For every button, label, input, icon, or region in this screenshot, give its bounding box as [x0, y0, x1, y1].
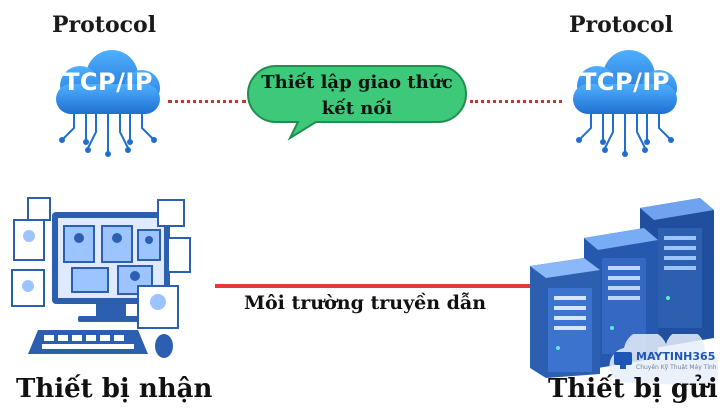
maytinh365-watermark: MAYTINH365 Chuyên Kỹ Thuật Máy Tính — [606, 334, 718, 394]
right-cloud-icon: TCP/IP — [555, 44, 695, 157]
right-dotted-connector — [470, 100, 562, 103]
bubble-line-1: Thiết lập giao thức — [261, 72, 453, 93]
computer-monitor-icon — [8, 190, 198, 360]
left-protocol-label: Protocol — [52, 12, 157, 38]
speech-bubble-icon — [247, 65, 467, 141]
bubble-line-2: kết nối — [321, 98, 393, 119]
transmission-medium-line — [215, 284, 535, 288]
left-cloud-icon: TCP/IP — [38, 44, 178, 157]
left-dotted-connector — [168, 100, 246, 103]
right-cloud-label: TCP/IP — [580, 68, 670, 96]
receiver-device-label: Thiết bị nhận — [16, 374, 213, 404]
medium-label: Môi trường truyền dẫn — [243, 292, 487, 314]
right-protocol-label: Protocol — [569, 12, 674, 38]
left-cloud-label: TCP/IP — [63, 68, 153, 96]
protocol-bubble: Thiết lập giao thức kết nối — [246, 64, 468, 141]
watermark-name: MAYTINH365 — [636, 350, 716, 363]
sender-device-label: Thiết bị gửi — [548, 374, 718, 404]
watermark-tagline: Chuyên Kỹ Thuật Máy Tính — [636, 364, 717, 371]
